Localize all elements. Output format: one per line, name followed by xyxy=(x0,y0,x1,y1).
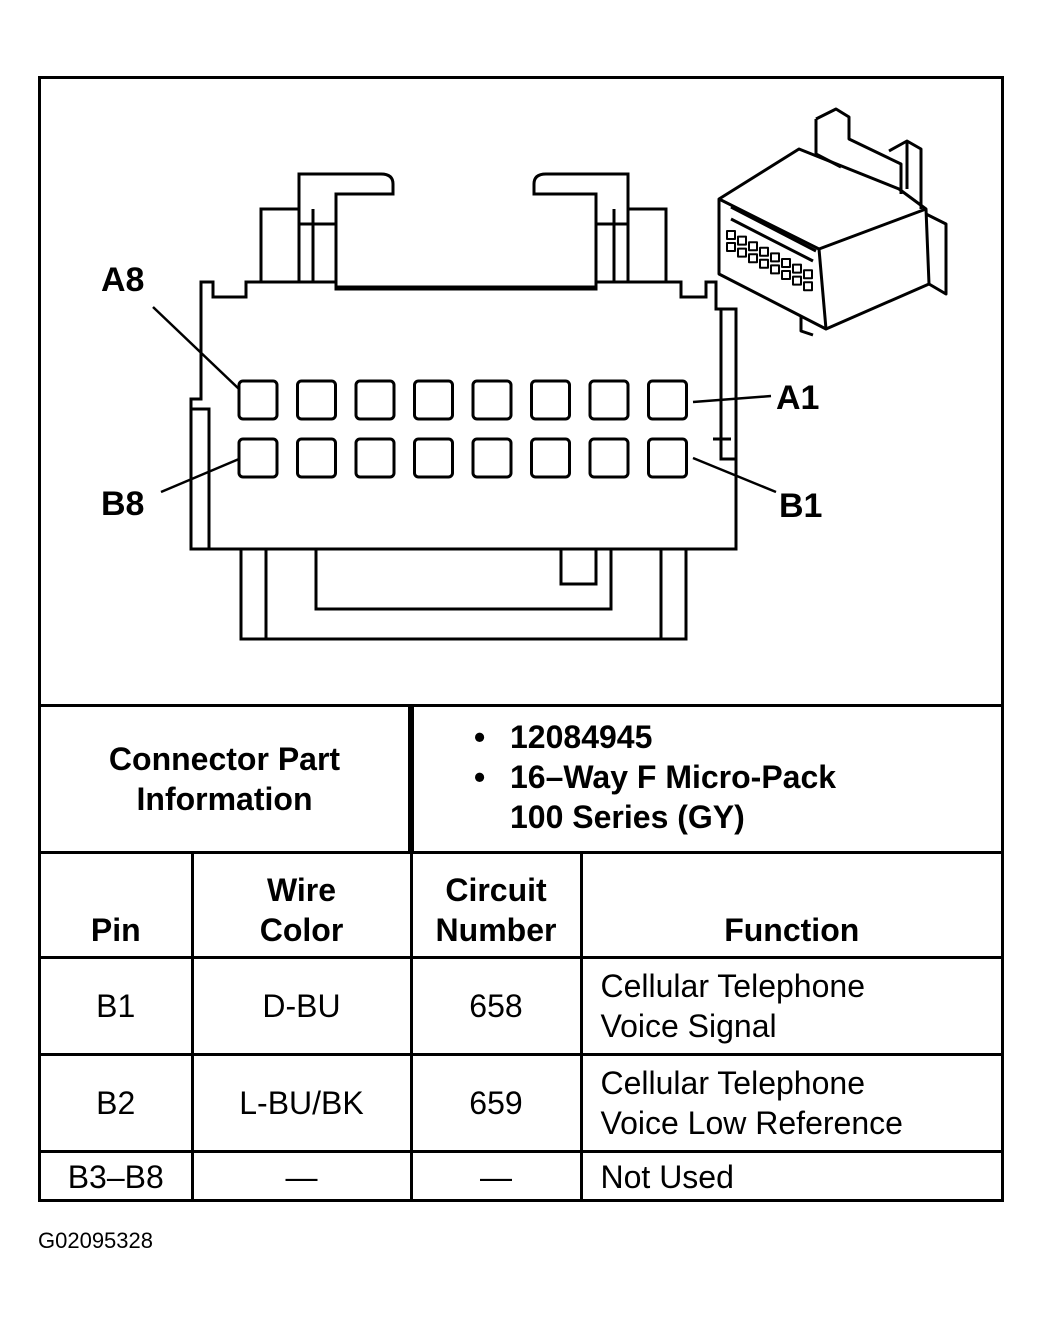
leader-line-a1 xyxy=(692,394,772,404)
info-item-part-number: • 12084945 xyxy=(474,719,653,755)
header-pin: Pin xyxy=(41,854,194,959)
cavity-a7 xyxy=(296,379,337,421)
cavity-a6 xyxy=(354,379,396,421)
connector-isometric-view xyxy=(717,107,948,337)
cavity-a5 xyxy=(413,379,454,421)
right-latch xyxy=(532,172,668,282)
cavity-b5 xyxy=(413,437,454,479)
iso-cavity xyxy=(737,235,747,246)
iso-cavity xyxy=(792,263,802,274)
iso-cavity xyxy=(737,247,747,258)
iso-cavity xyxy=(770,264,780,275)
table-row: B3–B8 — — Not Used xyxy=(41,1150,1001,1201)
pin-label-a8: A8 xyxy=(101,261,144,299)
iso-cavity xyxy=(726,230,736,240)
cavity-a2 xyxy=(588,379,630,421)
iso-cavity xyxy=(726,242,736,252)
leader-line-b8 xyxy=(160,457,240,494)
figure-id: G02095328 xyxy=(38,1228,153,1253)
cavity-b3 xyxy=(530,437,571,479)
connector-housing-outline xyxy=(189,280,738,551)
cavity-b4 xyxy=(471,437,513,479)
iso-cavity xyxy=(781,258,791,268)
cavity-a8 xyxy=(237,379,279,421)
leader-line-b1 xyxy=(692,456,777,494)
cavity-b2 xyxy=(588,437,630,479)
pin-label-b8: B8 xyxy=(101,485,144,523)
cavity-b6 xyxy=(354,437,396,479)
iso-cavity xyxy=(748,241,758,252)
iso-cavity xyxy=(770,252,780,263)
cavity-a1 xyxy=(647,379,688,421)
connector-face-drawing: A8 A1 B8 B1 xyxy=(101,107,948,641)
cavity-b8 xyxy=(237,437,279,479)
cavity-a3 xyxy=(530,379,571,421)
iso-cavity xyxy=(759,258,769,269)
pin-label-a1: A1 xyxy=(776,379,819,417)
connector-part-info-list: • 12084945 • 16–Way F Micro-Pack 100 Ser… xyxy=(474,717,836,837)
diagram-frame: A8 A1 B8 B1 Connector Part Information xyxy=(38,76,1004,1202)
leader-line-a8 xyxy=(152,306,240,390)
left-latch xyxy=(259,172,395,282)
iso-cavity xyxy=(792,275,802,286)
header-function: Function xyxy=(579,854,1001,959)
iso-cavity xyxy=(803,269,813,280)
connector-part-info-row: Connector Part Information • 12084945 • … xyxy=(41,704,1001,854)
connector-part-info-label: Connector Part Information xyxy=(41,707,411,851)
connector-skirt xyxy=(239,549,688,641)
iso-cavity xyxy=(781,270,791,280)
iso-cavity xyxy=(803,281,813,292)
iso-cavity xyxy=(748,253,758,264)
cavity-b7 xyxy=(296,437,337,479)
info-item-description: • 16–Way F Micro-Pack 100 Series (GY) xyxy=(474,759,837,835)
iso-cavity xyxy=(759,246,769,257)
pin-label-b1: B1 xyxy=(779,487,822,525)
cavity-b1 xyxy=(647,437,688,479)
cavity-a4 xyxy=(471,379,513,421)
